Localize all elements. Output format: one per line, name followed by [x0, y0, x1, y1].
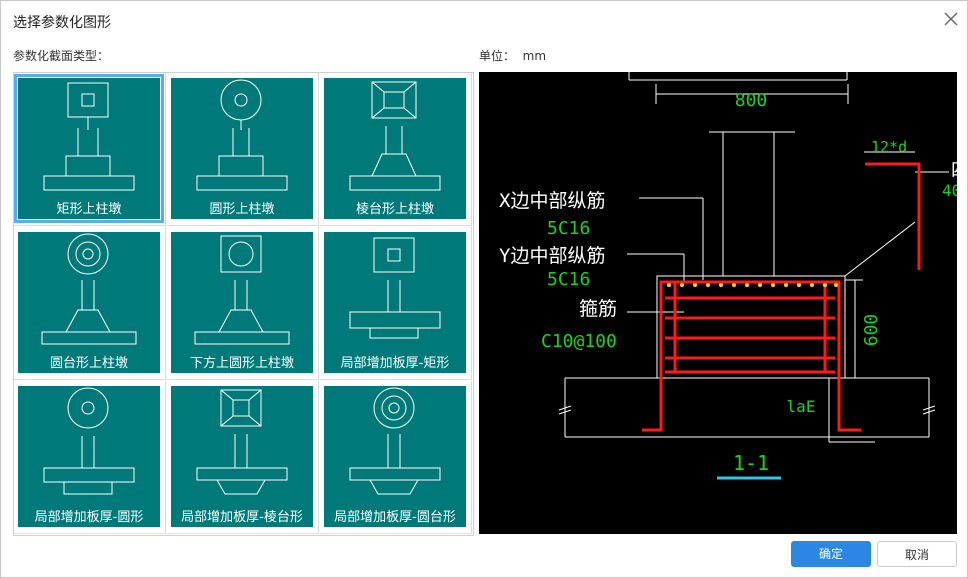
slab-cone-icon: [349, 387, 441, 495]
slab-circle-icon: [43, 387, 135, 495]
shape-option-slab-cone[interactable]: 局部增加板厚-圆台形: [320, 381, 472, 534]
shape-label: 下方上圆形上柱墩: [189, 356, 294, 371]
shape-label: 圆台形上柱墩: [49, 356, 128, 371]
shape-label: 局部增加板厚-棱台形: [181, 510, 303, 525]
y-rebar-value: 5C16: [547, 269, 590, 290]
dialog-title: 选择参数化图形: [13, 15, 111, 31]
section-drawing: 800: [499, 72, 957, 480]
x-rebar-label: X边中部纵筋: [499, 190, 605, 212]
dim-800: 800: [735, 90, 768, 111]
shape-tile: 局部增加板厚-圆台形: [324, 386, 466, 527]
shape-tile: 下方上圆形上柱墩: [171, 232, 313, 373]
rebar-dots: [667, 283, 838, 287]
shape-label: 棱台形上柱墩: [355, 202, 434, 217]
unit-label: 单位： mm: [479, 49, 547, 63]
shape-option-slab-frustum[interactable]: 局部增加板厚-棱台形: [167, 381, 319, 534]
y-rebar-label: Y边中部纵筋: [499, 245, 605, 267]
shape-label: 局部增加板厚-圆形: [34, 510, 144, 525]
shape-label: 矩形上柱墩: [56, 202, 122, 217]
section-type-label: 参数化截面类型：: [13, 49, 110, 63]
shape-option-slab-rect[interactable]: 局部增加板厚-矩形: [320, 227, 472, 380]
x-rebar-value: 5C16: [547, 218, 590, 239]
square-round-column-icon: [194, 235, 290, 345]
shape-option-rect-column[interactable]: 矩形上柱墩: [14, 73, 166, 226]
cut-value: 40: [942, 181, 957, 200]
stirrup-label: 箍筋: [579, 298, 617, 320]
frustum-column-icon: [349, 81, 441, 191]
ok-button[interactable]: 确定: [791, 541, 871, 567]
shape-option-square-to-round[interactable]: 下方上圆形上柱墩: [167, 227, 319, 380]
cancel-button[interactable]: 取消: [877, 541, 957, 567]
shape-option-slab-circle[interactable]: 局部增加板厚-圆形: [14, 381, 166, 534]
shape-option-frustum-column[interactable]: 棱台形上柱墩: [320, 73, 472, 226]
shape-label: 局部增加板厚-圆台形: [334, 510, 456, 525]
lae-label: laE: [787, 397, 816, 416]
cone-column-icon: [41, 233, 137, 345]
slab-frustum-icon: [196, 389, 288, 495]
close-icon[interactable]: [941, 9, 961, 29]
slab-rect-icon: [349, 237, 441, 339]
circle-column-icon: [196, 79, 288, 191]
shape-tile: 局部增加板厚-矩形: [324, 232, 466, 373]
section-label: 1-1: [733, 451, 769, 475]
shape-tile: 局部增加板厚-棱台形: [171, 386, 313, 527]
shape-label: 局部增加板厚-矩形: [340, 356, 450, 371]
cut-char: 四: [951, 160, 957, 181]
dim-12d: 12*d: [871, 138, 907, 156]
shape-tile: 矩形上柱墩: [14, 74, 164, 223]
stirrup-value: C10@100: [541, 331, 617, 352]
rect-column-icon: [43, 82, 135, 191]
dim-600: 600: [861, 314, 882, 347]
shape-tile: 棱台形上柱墩: [324, 78, 466, 219]
shape-option-cone-column[interactable]: 圆台形上柱墩: [14, 227, 166, 380]
shape-option-circle-column[interactable]: 圆形上柱墩: [167, 73, 319, 226]
shape-tile: 圆形上柱墩: [171, 78, 313, 219]
preview-canvas: 800: [479, 72, 957, 534]
shape-label: 圆形上柱墩: [209, 202, 275, 217]
shape-tile: 局部增加板厚-圆形: [18, 386, 160, 527]
unit-value: mm: [522, 49, 547, 63]
shape-tile: 圆台形上柱墩: [18, 232, 160, 373]
shape-grid: 矩形上柱墩 圆形上柱墩: [13, 72, 474, 536]
